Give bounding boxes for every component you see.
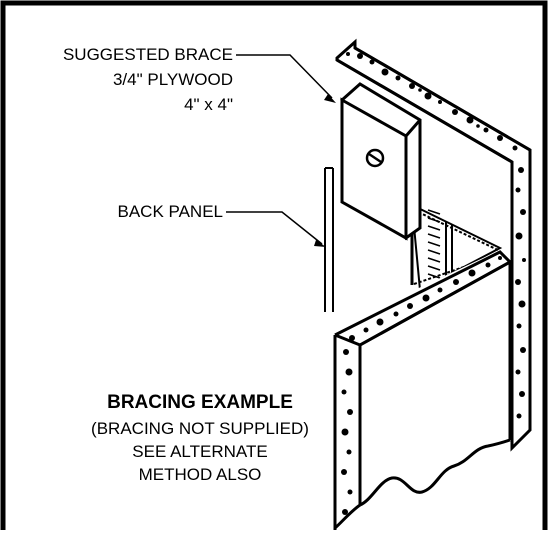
example-title: BRACING EXAMPLE <box>107 392 293 413</box>
brace-label-line2: 3/4" PLYWOOD <box>112 70 233 89</box>
brace-leader-line <box>236 54 333 99</box>
example-line1: (BRACING NOT SUPPLIED) <box>91 419 309 438</box>
lower-side-panel <box>333 250 513 530</box>
back-panel-label: BACK PANEL <box>117 202 223 221</box>
panel-leader-line <box>226 211 323 245</box>
example-line3: METHOD ALSO <box>138 465 262 484</box>
example-line2: SEE ALTERNATE <box>132 442 268 461</box>
back-panel <box>324 167 334 312</box>
brace-block <box>340 82 422 241</box>
upper-side-panel <box>335 38 532 452</box>
brace-label-line1: SUGGESTED BRACE <box>62 45 233 64</box>
brace-arrowhead <box>324 94 336 103</box>
brace-label-line3: 4" x 4" <box>184 95 233 114</box>
panel-arrowhead <box>314 240 326 247</box>
